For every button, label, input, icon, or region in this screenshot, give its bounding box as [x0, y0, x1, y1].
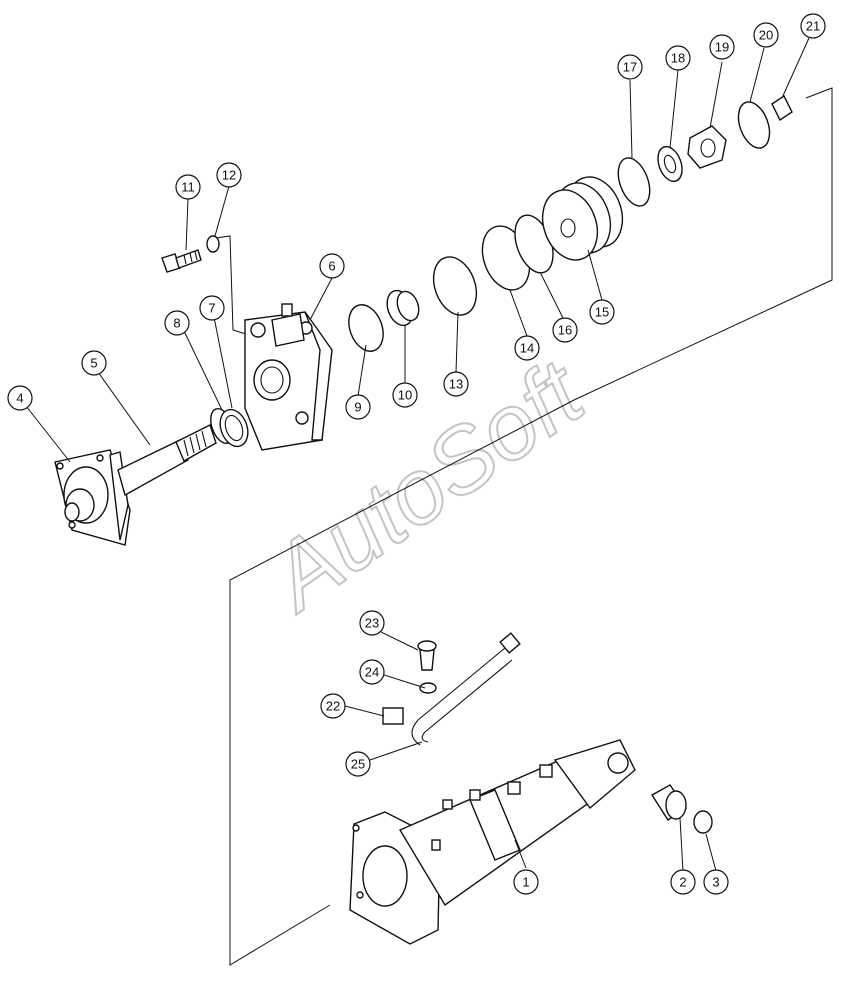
svg-text:17: 17 — [623, 60, 637, 75]
svg-text:18: 18 — [671, 51, 685, 66]
callout-4: 4 — [7, 385, 33, 411]
callout-23: 23 — [359, 610, 385, 636]
piston-15 — [541, 176, 624, 261]
callout-20: 20 — [753, 22, 779, 48]
callout-10: 10 — [392, 382, 418, 408]
flange-shaft — [54, 424, 217, 546]
end-cover — [244, 303, 333, 451]
seal-ring-17 — [617, 157, 651, 207]
callout-24: 24 — [359, 659, 385, 685]
svg-text:16: 16 — [558, 323, 572, 338]
callout-21: 21 — [800, 13, 826, 39]
assembly-line — [229, 87, 833, 966]
svg-text:21: 21 — [806, 19, 820, 34]
svg-text:15: 15 — [595, 305, 609, 320]
callout-17: 17 — [617, 54, 643, 80]
svg-text:25: 25 — [351, 757, 365, 772]
svg-text:22: 22 — [326, 699, 340, 714]
svg-text:2: 2 — [679, 875, 686, 890]
svg-text:10: 10 — [398, 388, 412, 403]
seal-ring-20 — [737, 101, 771, 149]
callout-8: 8 — [164, 310, 190, 336]
leader-lines — [25, 37, 810, 872]
cylinder-body — [349, 739, 636, 945]
callout-25: 25 — [345, 751, 371, 777]
callout-19: 19 — [709, 34, 735, 60]
callout-1: 1 — [513, 869, 539, 895]
bushing-10 — [386, 289, 420, 327]
svg-text:11: 11 — [181, 180, 195, 195]
svg-text:14: 14 — [520, 341, 534, 356]
callout-9: 9 — [345, 394, 371, 420]
bolt-11 — [161, 249, 202, 273]
bushing-2 — [651, 784, 687, 821]
washer-12 — [206, 235, 220, 253]
callout-13: 13 — [443, 371, 469, 397]
svg-text:23: 23 — [365, 616, 379, 631]
callout-11: 11 — [175, 174, 201, 200]
pipe-assembly — [382, 632, 521, 746]
svg-text:12: 12 — [222, 168, 236, 183]
callout-14: 14 — [514, 335, 540, 361]
callout-22: 22 — [320, 693, 346, 719]
svg-text:13: 13 — [449, 377, 463, 392]
assembly-line-bolt — [215, 235, 247, 335]
rings-7-8 — [210, 408, 249, 448]
nut-19 — [687, 125, 727, 169]
svg-text:4: 4 — [16, 391, 23, 406]
svg-text:20: 20 — [759, 28, 773, 43]
callout-6: 6 — [319, 253, 345, 279]
svg-text:24: 24 — [365, 665, 379, 680]
callout-12: 12 — [216, 162, 242, 188]
seal-ring-13 — [432, 256, 478, 316]
callout-7: 7 — [199, 295, 225, 321]
svg-text:6: 6 — [328, 259, 335, 274]
svg-text:1: 1 — [522, 875, 529, 890]
callout-5: 5 — [81, 350, 107, 376]
cap-21 — [771, 94, 793, 122]
svg-text:9: 9 — [354, 400, 361, 415]
callout-15: 15 — [589, 299, 615, 325]
svg-text:19: 19 — [715, 40, 729, 55]
svg-text:8: 8 — [173, 316, 180, 331]
callout-3: 3 — [703, 869, 729, 895]
callout-2: 2 — [670, 869, 696, 895]
callout-16: 16 — [552, 317, 578, 343]
svg-text:3: 3 — [712, 875, 719, 890]
callout-18: 18 — [665, 45, 691, 71]
seal-ring-9 — [348, 304, 384, 352]
svg-text:7: 7 — [208, 301, 215, 316]
washer-18 — [657, 145, 683, 183]
svg-text:5: 5 — [90, 356, 97, 371]
ring-3 — [693, 810, 713, 834]
